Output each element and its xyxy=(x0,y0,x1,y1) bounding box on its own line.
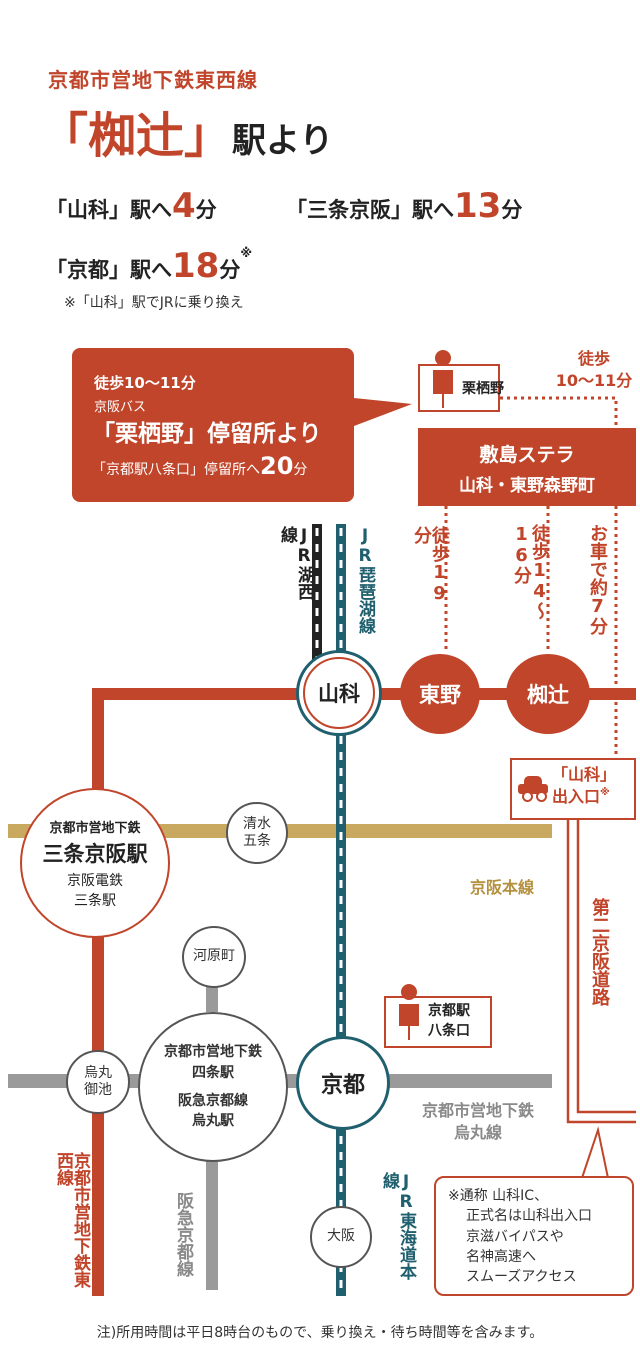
shijo-line4: 烏丸駅 xyxy=(192,1113,234,1130)
daini-keihan-road xyxy=(566,768,636,1124)
ic-line1: 「山科」 xyxy=(552,765,617,784)
karasuma-line-label: 京都市営地下鉄 烏丸線 xyxy=(406,1100,550,1145)
callout-bus: 京阪バス xyxy=(94,400,147,415)
jr-tokaido-label: JR東海道本線 xyxy=(379,1172,416,1280)
tozai-line-vertical xyxy=(92,688,104,1296)
stella-box: 敷島ステラ 山科・東野森野町 xyxy=(418,428,636,506)
station-title: 「椥辻」駅より xyxy=(40,96,333,166)
callout-stop: 「栗栖野」停留所より xyxy=(92,421,322,447)
note-pointer xyxy=(581,1126,609,1179)
car-icon xyxy=(518,776,548,802)
station-shijo-karasuma: 京都市営地下鉄 四条駅 阪急京都線 烏丸駅 xyxy=(138,1012,288,1162)
kawaramachi-link xyxy=(206,982,218,1012)
ic-note-2: 正式名は山科出入口 xyxy=(466,1208,592,1225)
car-time-label: お車で約7分 xyxy=(587,524,608,635)
station-title-name: 「椥辻」 xyxy=(40,108,233,164)
callout-min-unit: 分 xyxy=(293,462,308,478)
station-nagitsuji: 椥辻 xyxy=(506,654,590,734)
station-yamashina: 山科 xyxy=(296,650,382,736)
ic-note-box: ※通称 山科IC、 正式名は山科出入口 京滋バイパスや 名神高速へ スムーズアク… xyxy=(434,1176,634,1296)
time-value: 4 xyxy=(172,186,196,226)
sanjo-sub2: 三条駅 xyxy=(74,892,116,909)
stella-name: 敷島ステラ xyxy=(479,444,575,466)
ic-note-4: 名神高速へ xyxy=(466,1248,536,1265)
sanjo-sub1: 京阪電鉄 xyxy=(67,872,123,889)
time-unit: 分 xyxy=(219,258,241,282)
time-value: 18 xyxy=(172,246,220,286)
callout-pointer xyxy=(354,398,412,426)
time-kyoto: 「京都」駅へ18分※ xyxy=(46,246,252,286)
time-label: 「三条京阪」駅へ xyxy=(286,198,454,222)
time-unit: 分 xyxy=(195,198,217,222)
oike-line2: 御池 xyxy=(84,1082,112,1098)
station-higashino: 東野 xyxy=(400,654,480,734)
sanjo-top: 京都市営地下鉄 xyxy=(49,820,141,836)
tozai-line-label: 京都市営地下鉄東西線 xyxy=(53,1152,90,1288)
station-yamashina-label: 山科 xyxy=(303,657,375,729)
jr-kosei-label: JR湖西線 xyxy=(277,526,314,600)
time-sanjo: 「三条京阪」駅へ13分 xyxy=(286,186,522,226)
time-unit: 分 xyxy=(501,198,523,222)
station-sanjo-keihan: 京都市営地下鉄 三条京阪駅 京阪電鉄 三条駅 xyxy=(20,788,170,938)
line-title: 京都市営地下鉄東西線 xyxy=(48,68,258,92)
shijo-line1: 京都市営地下鉄 xyxy=(164,1044,262,1061)
footer-note: 注)所用時間は平日8時台のもので、乗り換え・待ち時間等を含みます。 xyxy=(96,1325,544,1341)
walk-nagitsuji-label: 徒歩14〜16分 xyxy=(511,524,550,620)
callout-minutes: 20 xyxy=(260,452,294,480)
karasuma-label-1: 京都市営地下鉄 xyxy=(421,1101,534,1120)
kurisuno-label: 栗栖野 xyxy=(462,381,504,397)
time-value: 13 xyxy=(454,186,502,226)
karasuma-label-2: 烏丸線 xyxy=(453,1123,502,1143)
ic-note-5: スムーズアクセス xyxy=(466,1269,577,1286)
walk-top-label: 徒歩 10〜11分 xyxy=(548,348,640,391)
ic-line2: 出入口※ xyxy=(552,787,610,807)
ic-note-3: 京滋バイパスや xyxy=(466,1228,564,1245)
callout-kyoto: 「京都駅八条口」停留所へ20分 xyxy=(92,452,307,480)
hankyu-line xyxy=(206,1150,218,1290)
time-label: 「京都」駅へ xyxy=(46,258,172,282)
keihan-line-label: 京阪本線 xyxy=(470,878,535,897)
ic-mark: ※ xyxy=(600,787,610,799)
callout-kyoto-label: 「京都駅八条口」停留所へ xyxy=(92,462,260,478)
station-osaka: 大阪 xyxy=(310,1206,372,1268)
time-label: 「山科」駅へ xyxy=(46,198,172,222)
walk-top-line1: 徒歩 xyxy=(577,349,610,368)
sanjo-main: 三条京阪駅 xyxy=(42,841,148,866)
callout-walk: 徒歩10〜11分 xyxy=(94,374,196,392)
bus-stop-icon xyxy=(399,984,419,1042)
time-mark: ※ xyxy=(240,246,252,260)
shimizu-line2: 五条 xyxy=(243,833,271,849)
shimizu-line1: 清水 xyxy=(243,815,271,832)
shijo-line3: 阪急京都線 xyxy=(178,1093,248,1109)
walk-top-line2: 10〜11分 xyxy=(555,370,633,390)
hachijo-line2: 八条口 xyxy=(428,1022,470,1039)
tozai-line-horizontal xyxy=(92,688,302,700)
ic-note-1: ※通称 山科IC、 xyxy=(448,1188,549,1204)
daini-keihan-label: 第二京阪道路 xyxy=(589,898,610,1006)
stella-address: 山科・東野森野町 xyxy=(459,476,595,496)
shijo-line2: 四条駅 xyxy=(192,1064,234,1081)
yamashina-ic-label: 「山科」 出入口※ xyxy=(552,764,616,809)
station-title-suffix: 駅より xyxy=(232,121,334,161)
time-yamashina: 「山科」駅へ4分 xyxy=(46,186,217,226)
station-karasuma-oike: 烏丸 御池 xyxy=(66,1050,130,1114)
hankyu-line-label: 阪急京都線 xyxy=(173,1192,193,1277)
station-kyoto: 京都 xyxy=(296,1036,390,1130)
hachijo-label: 京都駅 八条口 xyxy=(428,1002,470,1041)
oike-line1: 烏丸 xyxy=(84,1064,112,1081)
bus-stop-icon xyxy=(433,350,453,410)
walk-path-top xyxy=(500,396,618,428)
jr-biwako-line xyxy=(336,524,346,1296)
jr-biwako-label: JR琵琶湖線 xyxy=(355,526,375,634)
kurisuno-stop xyxy=(418,364,500,412)
transfer-note: ※「山科」駅でJRに乗り換え xyxy=(64,295,244,311)
bus-callout: 徒歩10〜11分 京阪バス 「栗栖野」停留所より 「京都駅八条口」停留所へ20分 xyxy=(72,348,354,502)
station-shimizu-gojo: 清水 五条 xyxy=(226,802,288,864)
walk-higashino-label: 徒歩19分 xyxy=(411,526,450,604)
station-kawaramachi: 河原町 xyxy=(182,926,246,988)
hachijo-line1: 京都駅 xyxy=(428,1003,470,1019)
